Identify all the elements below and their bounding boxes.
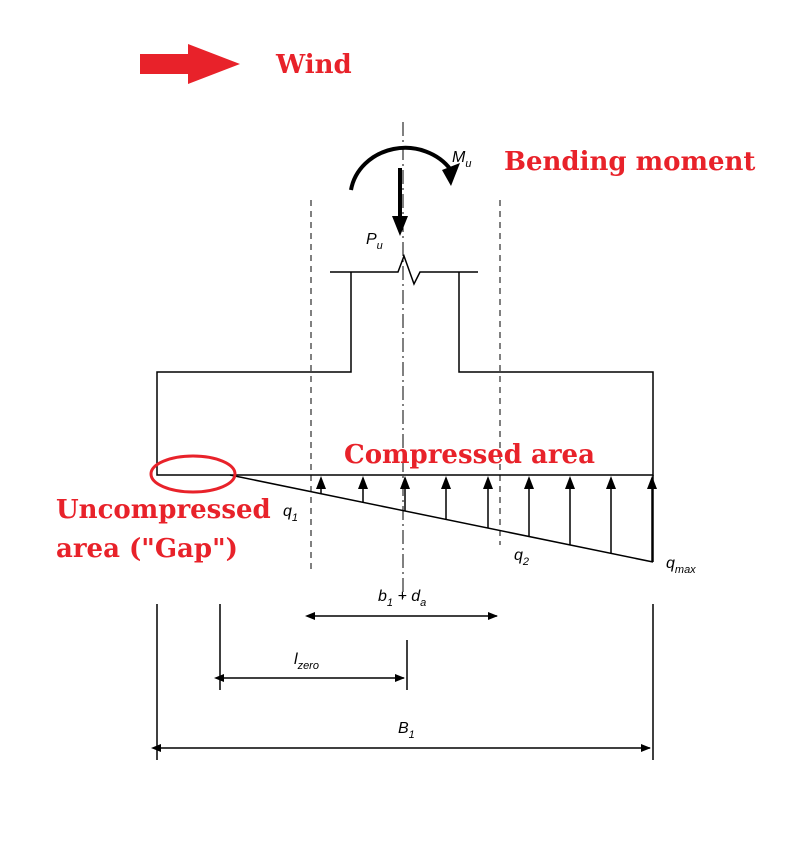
pressure-arrows [316,476,657,562]
pressure-arrow-head [400,476,410,489]
pressure-arrow-head [647,476,657,489]
bending-moment-label: Bending moment [504,147,755,177]
axial-load-arrow-icon [392,168,408,236]
wind-arrow-icon [140,44,240,84]
pressure-arrow-head [524,476,534,489]
moment-symbol: Mu [452,149,471,170]
pressure-arrow-head [316,476,326,489]
lzero-symbol: lzero [294,651,319,672]
pressure-slope-line [229,474,654,563]
pressure-arrow-head [565,476,575,489]
q2-symbol: q2 [514,547,529,568]
uncompressed-label-line1: Uncompressed [56,495,271,525]
pressure-arrow-head [483,476,493,489]
column-break-line [330,253,478,286]
axial-load-symbol: Pu [366,231,383,252]
pressure-arrow-head [606,476,616,489]
qmax-symbol: qmax [666,555,696,576]
q1-symbol: q1 [283,503,298,524]
footing-outline [156,272,654,476]
B1-symbol: B1 [398,720,415,741]
wind-label: Wind [275,50,352,80]
pressure-arrow-head [441,476,451,489]
gap-ellipse [149,454,237,494]
uncompressed-label-line2: area ("Gap") [56,534,238,564]
pressure-arrow-head [358,476,368,489]
moment-arrow-icon [349,145,460,191]
compressed-area-label: Compressed area [344,440,595,470]
b1-da-symbol: b1 + da [378,588,426,609]
